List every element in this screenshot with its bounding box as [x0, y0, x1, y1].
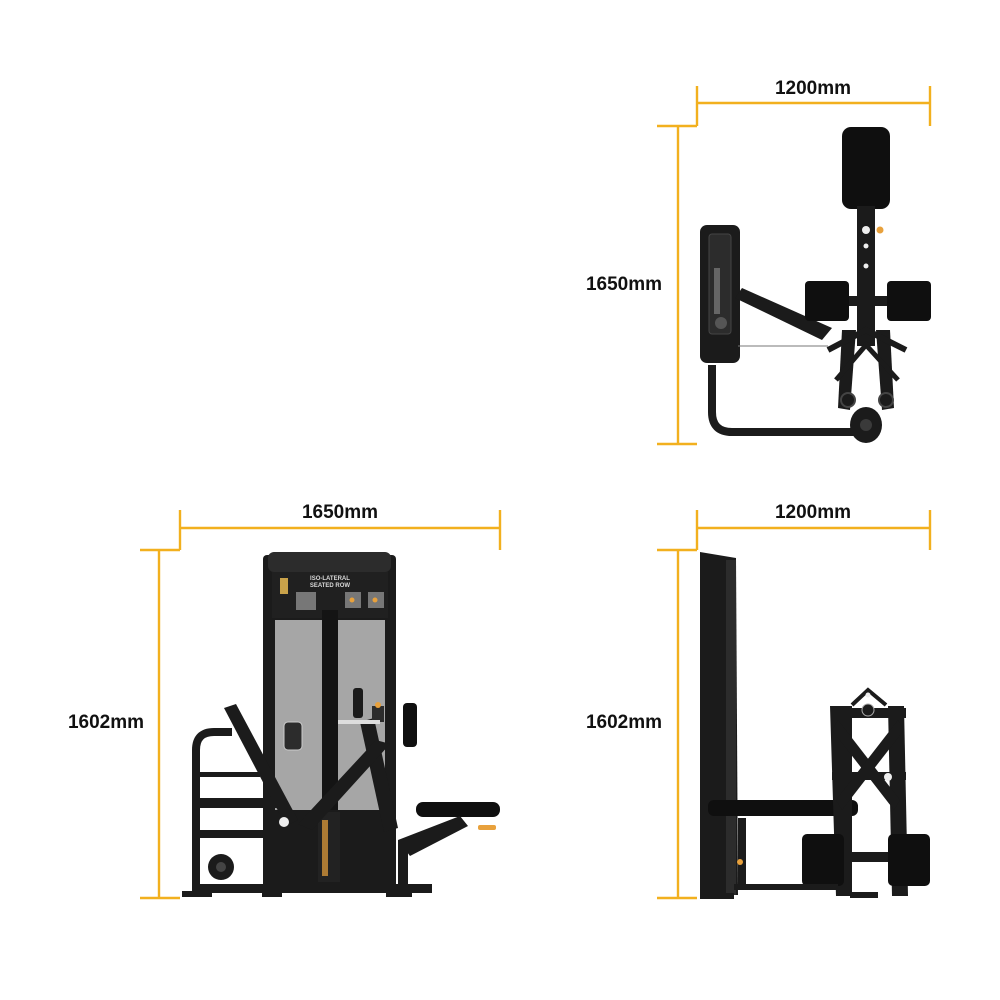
panel-title-1: ISO-LATERAL	[310, 576, 350, 582]
left-lever-arm	[224, 704, 298, 826]
accent-dot	[737, 859, 743, 865]
left-foot-pad	[805, 281, 849, 321]
adjust-hole	[863, 263, 869, 269]
pivot-dot	[884, 773, 892, 781]
center-spine	[857, 206, 875, 346]
lever-pivot	[861, 703, 875, 717]
right-handle	[353, 688, 363, 718]
base-frame-tube	[708, 365, 858, 436]
left-frame-bar	[200, 772, 260, 777]
tower-edge	[726, 560, 736, 895]
lever-linkage	[834, 341, 900, 382]
top-view-width-dimension: 1200mm	[695, 78, 932, 126]
pivot-dot	[865, 692, 871, 698]
frame-leg	[398, 840, 408, 890]
top-view-depth-dimension: 1650mm	[586, 124, 697, 446]
left-frame-crossbar	[192, 798, 282, 808]
base-rail	[192, 884, 432, 893]
handle-knob	[375, 702, 381, 708]
left-frame-arch	[192, 728, 232, 885]
machine-side-view	[700, 552, 930, 899]
front-support	[738, 818, 746, 888]
left-shroud	[275, 620, 323, 810]
seat-adjust-pin	[478, 825, 496, 830]
tower-top-cap	[268, 552, 391, 572]
frame-cross	[836, 720, 904, 810]
lever-pivot	[878, 392, 894, 408]
seat-base-hub	[860, 419, 872, 431]
right-lever-arm	[876, 330, 894, 410]
side-view-height-dimension: 1602mm	[586, 548, 697, 900]
right-lever-arm	[360, 718, 398, 832]
weight-plate-label	[322, 820, 328, 876]
top-view: 1200mm 1650mm	[586, 78, 932, 446]
weight-plates	[318, 812, 340, 882]
machine-front-view: ISO-LATERAL SEATED ROW	[182, 552, 500, 897]
back-pad	[842, 127, 890, 209]
side-view-width-dimension: 1200mm	[695, 502, 932, 550]
adjust-pin	[876, 226, 884, 234]
pivot-dot	[279, 817, 289, 827]
center-lever	[298, 740, 390, 830]
panel-figure	[280, 578, 288, 594]
lever-linkage	[826, 326, 908, 353]
weight-stack-slot	[714, 268, 720, 314]
pulley	[715, 317, 727, 329]
front-view-height-dimension: 1602mm	[68, 548, 180, 900]
wheel-hub	[216, 862, 226, 872]
front-view-width-label: 1650mm	[302, 502, 378, 523]
foot	[182, 891, 212, 897]
panel-title-2: SEATED ROW	[310, 583, 351, 589]
side-view-height-label: 1602mm	[586, 712, 662, 733]
handle-bar	[338, 720, 380, 724]
weight-stack-column	[322, 610, 338, 810]
front-foot-pad	[802, 834, 844, 886]
side-view-width-label: 1200mm	[775, 502, 851, 523]
adjust-hole	[863, 243, 869, 249]
adjust-knob	[862, 226, 870, 234]
front-view: 1650mm 1602mm ISO-LATERAL SEATED ROW	[68, 502, 502, 900]
foot	[262, 891, 282, 897]
chest-pad	[403, 703, 417, 747]
left-frame-tray	[196, 830, 264, 838]
front-view-width-dimension: 1650mm	[178, 502, 502, 550]
top-view-depth-label: 1650mm	[586, 274, 662, 295]
rear-foot-pad	[888, 834, 930, 886]
right-foot-pad	[887, 281, 931, 321]
seat-pad	[708, 800, 858, 816]
panel-figure	[296, 592, 316, 610]
base-rail	[734, 884, 838, 890]
handle-grip	[372, 706, 384, 722]
frame-mid-bar	[832, 772, 906, 780]
seat-support-arm	[735, 288, 832, 340]
left-handle	[283, 721, 303, 751]
top-view-width-label: 1200mm	[775, 78, 851, 99]
seat-support	[398, 816, 468, 856]
front-view-height-label: 1602mm	[68, 712, 144, 733]
machine-top-view	[700, 127, 931, 443]
lever-pivot	[840, 392, 856, 408]
panel-icon-orange	[372, 597, 378, 603]
panel-icon-orange	[349, 597, 355, 603]
foot-pad-bar	[844, 852, 888, 862]
foot	[386, 891, 412, 897]
foot	[850, 892, 878, 898]
foot-pad-crossbar	[849, 296, 887, 306]
side-view: 1200mm 1602mm	[586, 502, 932, 900]
top-linkage	[850, 687, 888, 707]
tower-foot	[700, 893, 734, 899]
seat-pad	[416, 802, 500, 817]
